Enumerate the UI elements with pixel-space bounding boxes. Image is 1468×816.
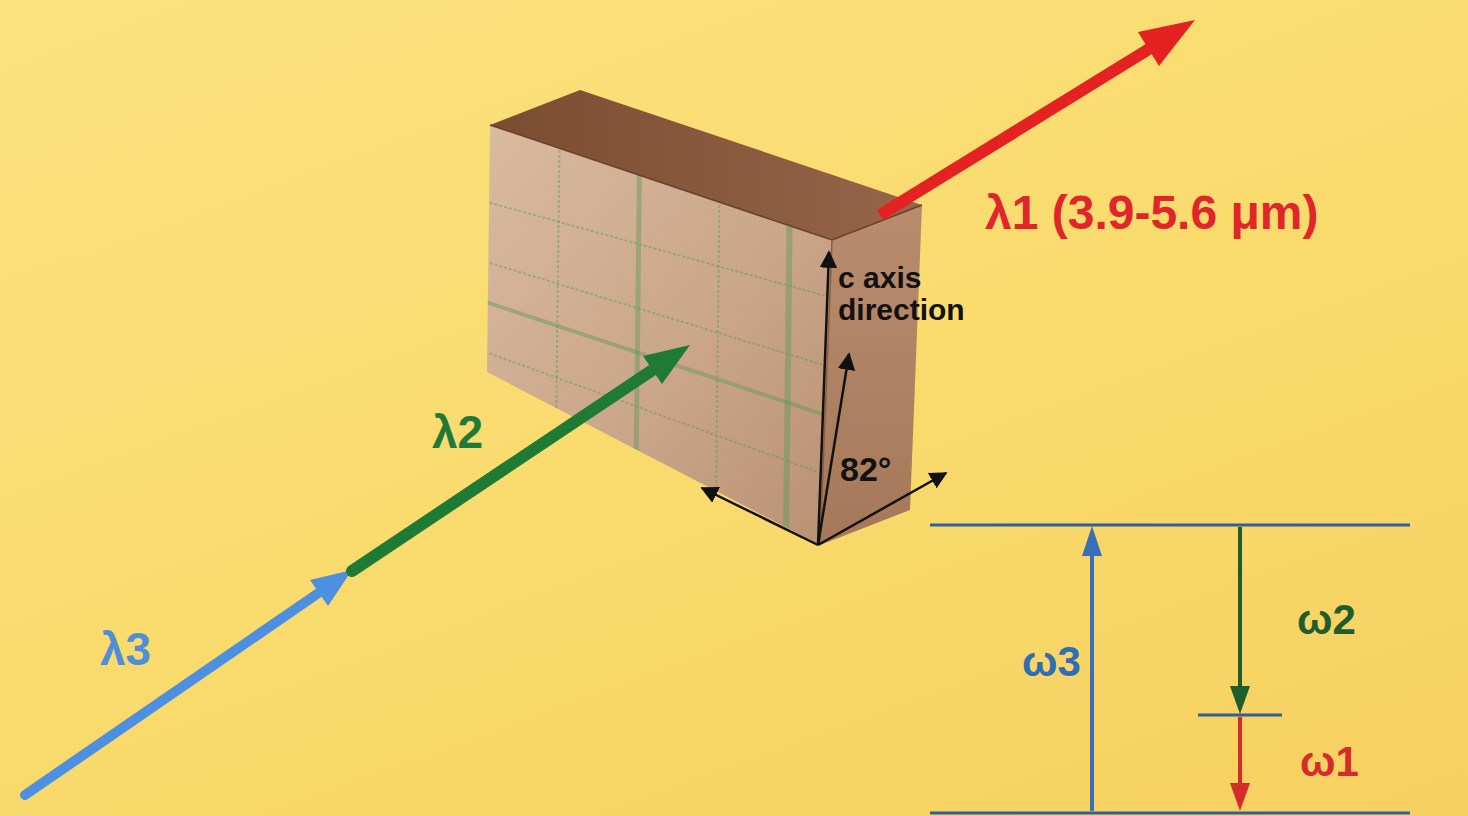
idler-beam	[880, 20, 1195, 215]
transition-arrow	[1082, 526, 1102, 556]
axis-label: c axis direction	[838, 262, 1013, 325]
transition-arrow	[1238, 527, 1242, 690]
frequency-label: ω1	[1300, 740, 1359, 784]
crystal-edge	[490, 125, 922, 240]
signal-beam	[352, 345, 690, 571]
frequency-label: ω2	[1297, 598, 1356, 642]
pump-beam	[25, 570, 352, 795]
idler-wavelength-label: λ1 (3.9-5.6 μm)	[985, 188, 1319, 238]
transition-arrow	[1230, 686, 1250, 714]
c-axis-arrow	[818, 252, 829, 545]
frequency-label: ω3	[1022, 640, 1081, 684]
crystal-front-face	[487, 125, 832, 545]
energy-level	[930, 524, 1410, 527]
transition-arrow	[1238, 717, 1242, 786]
energy-level-diagram	[930, 525, 1410, 813]
transition-arrow	[1230, 783, 1250, 811]
face-edge-arrow	[702, 488, 818, 545]
crystal-grid	[480, 100, 840, 540]
beam-direction-arrow	[818, 354, 849, 545]
transition-arrow	[1090, 552, 1094, 811]
energy-level	[930, 812, 1410, 815]
angle-label: 82°	[840, 452, 891, 488]
signal-wavelength-label: λ2	[432, 408, 483, 456]
pump-wavelength-label: λ3	[100, 625, 151, 673]
